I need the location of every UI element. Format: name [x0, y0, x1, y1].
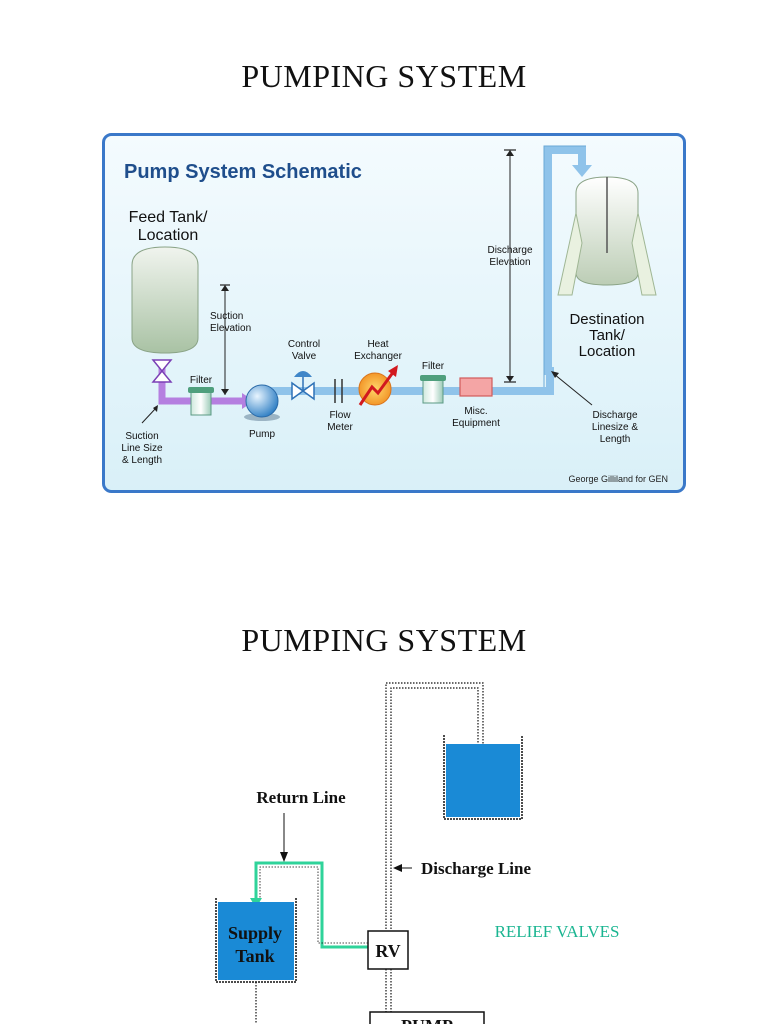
- pump-system-schematic: Pump System Schematic Feed Tank/ Locatio…: [102, 133, 686, 493]
- top-pipe-edge: [543, 145, 586, 387]
- discharge-pipe: [260, 146, 586, 395]
- pump-box-label: PUMP: [401, 1016, 453, 1024]
- suction-elevation-line2: Elevation: [210, 323, 251, 334]
- return-line-label: Return Line: [256, 788, 346, 807]
- suction-line-label-line1: Suction: [125, 431, 158, 442]
- pump-label: Pump: [249, 429, 276, 440]
- destination-tank-line2: Tank/: [589, 327, 626, 344]
- relief-valve-box: [367, 930, 409, 970]
- filter2-icon: [420, 375, 446, 404]
- flow-meter-icon: [334, 379, 343, 403]
- control-valve-line1: Control: [288, 339, 320, 350]
- feed-tank-label-line1: Feed Tank/: [129, 209, 208, 226]
- pump-icon: [244, 384, 280, 421]
- misc-equipment-icon: [459, 377, 493, 397]
- destination-tank: [557, 176, 657, 296]
- discharge-pipe-2: [385, 682, 484, 932]
- supply-tank-line2: Tank: [235, 946, 274, 966]
- control-valve-line2: Valve: [292, 351, 317, 362]
- return-line-pointer-arrow-icon: [280, 852, 288, 862]
- discharge-line-pointer: [553, 373, 593, 406]
- pump-box: PUMP: [369, 1011, 485, 1024]
- flow-meter-line1: Flow: [329, 410, 351, 421]
- rv-to-pump-pipe: [385, 969, 392, 1012]
- relief-valve-diagram: Return Line Discharge Line Supply Tank R…: [215, 682, 620, 1024]
- schematic-heading: Pump System Schematic: [124, 161, 362, 183]
- discharge-line-label-line3: Length: [600, 434, 631, 445]
- suction-line-pointer-arrow-icon: [153, 405, 158, 412]
- overhead-tank: [443, 735, 523, 820]
- filter2-label: Filter: [422, 361, 445, 372]
- pipe-arrow-icon: [572, 165, 592, 177]
- suction-line-pointer: [141, 407, 157, 424]
- discharge-line-pointer-arrow-icon: [551, 371, 559, 378]
- suction-elevation-marker: [220, 284, 230, 395]
- flow-meter-line2: Meter: [327, 422, 353, 433]
- destination-tank-line1: Destination: [569, 311, 644, 328]
- discharge-line-label: Discharge Line: [421, 859, 531, 878]
- return-pipe-edge: [259, 866, 368, 944]
- filter1-icon: [188, 387, 214, 416]
- slide2-title: PUMPING SYSTEM: [241, 622, 527, 658]
- suction-elevation-line1: Suction: [210, 311, 243, 322]
- discharge-line-label-line1: Discharge: [592, 410, 637, 421]
- feed-valve-icon: [151, 359, 173, 383]
- suction-line-label-line2: Line Size: [121, 443, 163, 454]
- relief-valves-caption: RELIEF VALVES: [495, 922, 620, 941]
- suction-line-label-line3: & Length: [122, 455, 162, 466]
- discharge-line-pointer-arrow-icon-2: [393, 864, 402, 872]
- heat-exchanger-icon: [358, 365, 398, 406]
- heat-exchanger-line1: Heat: [367, 339, 388, 350]
- destination-tank-line3: Location: [579, 343, 636, 360]
- supply-tank: [215, 898, 297, 983]
- discharge-elevation-marker: [504, 149, 516, 383]
- discharge-line-label-line2: Linesize &: [592, 422, 638, 433]
- credit-text: George Gilliland for GEN: [568, 474, 668, 484]
- return-pipe: [254, 861, 368, 949]
- control-valve-icon: [291, 371, 315, 401]
- relief-valve-label: RV: [375, 941, 400, 961]
- feed-tank-label-line2: Location: [138, 227, 199, 244]
- filter1-label: Filter: [190, 375, 213, 386]
- misc-equipment-line2: Equipment: [452, 418, 500, 429]
- discharge-elevation-line1: Discharge: [487, 245, 532, 256]
- supply-tank-line1: Supply: [228, 923, 282, 943]
- slide1-title: PUMPING SYSTEM: [241, 58, 527, 94]
- discharge-elevation-line2: Elevation: [489, 257, 530, 268]
- misc-equipment-line1: Misc.: [464, 406, 487, 417]
- heat-exchanger-line2: Exchanger: [354, 351, 402, 362]
- feed-tank: [131, 246, 199, 354]
